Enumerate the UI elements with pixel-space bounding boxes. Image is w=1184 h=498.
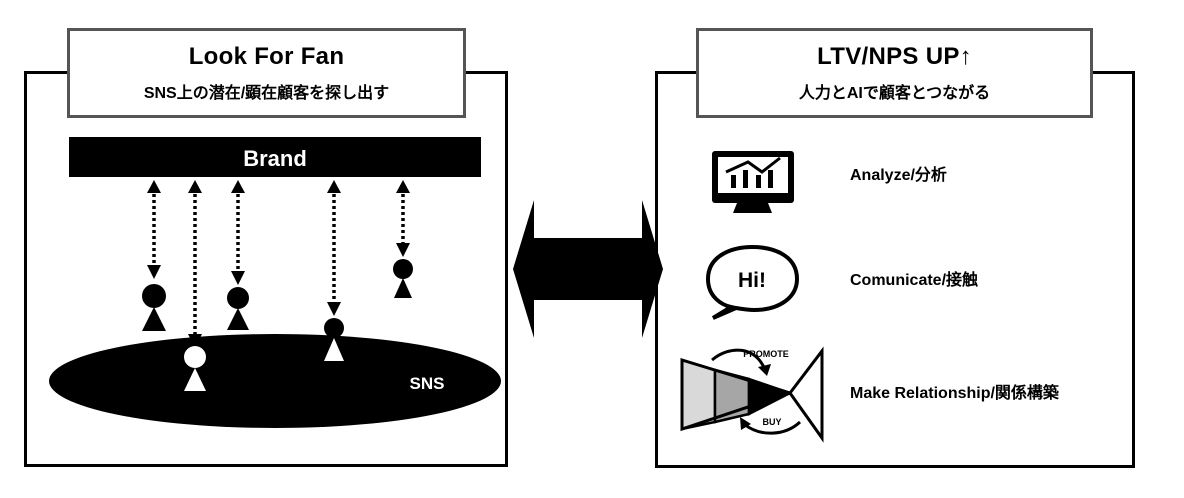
- sns-label: SNS: [410, 374, 445, 393]
- arrow-head-down: [147, 265, 161, 279]
- communicate-label: Comunicate/接触: [850, 272, 979, 289]
- look-for-fan-header: Look For Fan SNS上の潜在/顕在顧客を探し出す: [67, 28, 466, 118]
- analyze-label: Analyze/分析: [850, 167, 947, 184]
- panel-subtitle: SNS上の潜在/顕在顧客を探し出す: [143, 85, 390, 102]
- brand-bar: [69, 137, 481, 177]
- funnel-cycle-icon: PROMOTE BUY: [680, 346, 824, 443]
- arrow-head-up: [396, 180, 410, 193]
- person-figure: [142, 284, 166, 331]
- speech-bubble-text: Hi!: [738, 269, 766, 292]
- panel-title: Look For Fan: [188, 43, 345, 70]
- person-figure: [393, 259, 413, 298]
- panel-subtitle: 人力とAIで顧客とつながる: [798, 85, 991, 102]
- make-relationship-label: Make Relationship/関係構築: [850, 385, 1059, 402]
- brand-label: Brand: [243, 146, 307, 171]
- promote-arrow: [711, 348, 767, 371]
- arrow-head-down: [188, 334, 202, 348]
- buy-label: BUY: [762, 417, 781, 427]
- arrow-head-up: [327, 180, 341, 193]
- panel-title: LTV/NPS UP↑: [817, 43, 972, 70]
- ltv-nps-header: LTV/NPS UP↑ 人力とAIで顧客とつながる: [696, 28, 1093, 118]
- arrow-heads: [147, 180, 410, 348]
- promote-label: PROMOTE: [743, 349, 789, 359]
- arrow-head-down: [231, 271, 245, 285]
- person-figure: [324, 318, 344, 361]
- speech-bubble-icon: Hi!: [705, 244, 800, 320]
- monitor-chart-icon: [712, 151, 794, 213]
- arrow-head-up: [147, 180, 161, 193]
- sns-ellipse: [49, 334, 501, 428]
- buy-arrow: [743, 420, 802, 435]
- arrow-head-up: [231, 180, 245, 193]
- connection-arrows: [152, 188, 405, 340]
- double-arrow-icon: [513, 200, 663, 338]
- person-figure-in-sns: [184, 346, 206, 391]
- person-figure: [227, 287, 249, 330]
- arrow-head-down: [396, 243, 410, 257]
- arrow-head-up: [188, 180, 202, 193]
- arrow-head-down: [327, 302, 341, 316]
